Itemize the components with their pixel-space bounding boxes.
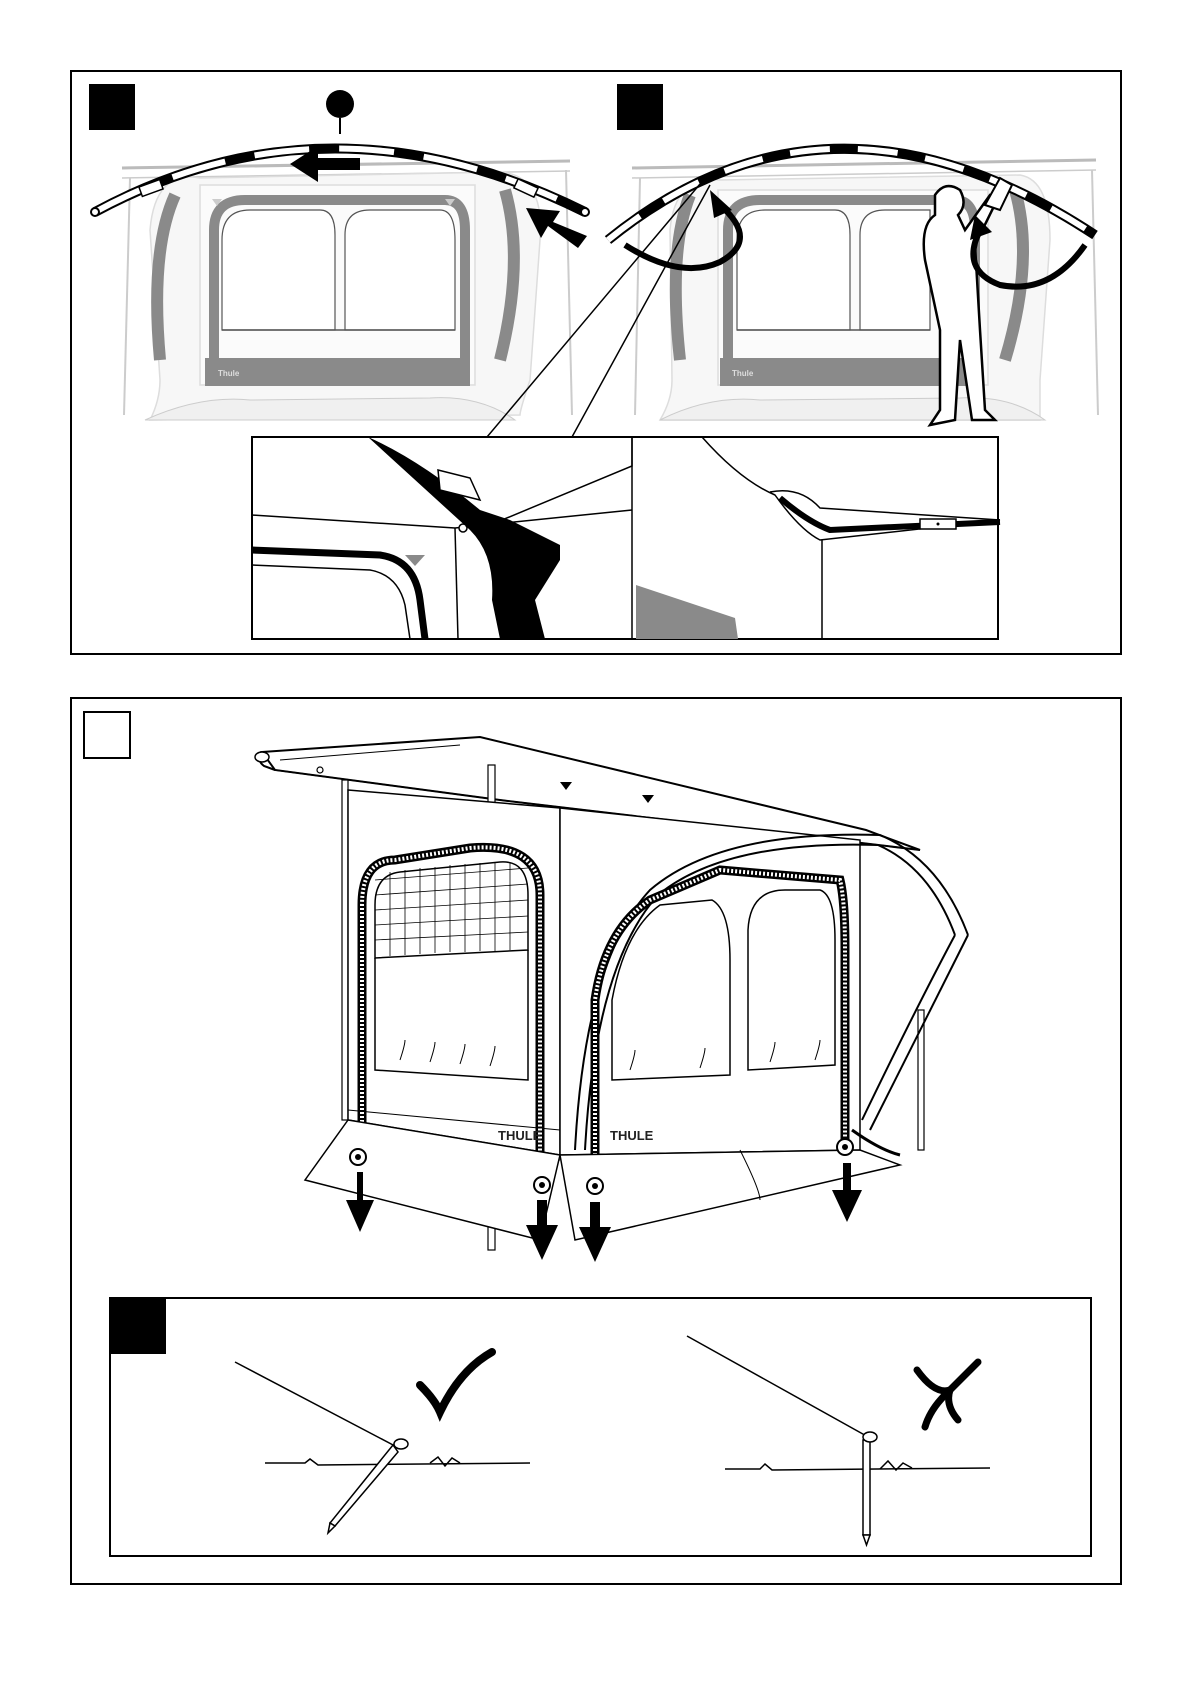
step-marker-c (84, 712, 130, 758)
callout-dot-icon (326, 90, 354, 118)
step-marker-d (110, 1298, 166, 1354)
panel-logo-right: Thule (732, 369, 754, 378)
peg-inset-frame (110, 1298, 1091, 1556)
side-panel-logo: THULE (610, 1128, 654, 1143)
detail-inset (252, 437, 1000, 639)
tent-illustration-left: Thule (91, 90, 589, 420)
front-panel-logo: THULE (498, 1128, 542, 1143)
step-marker-b (617, 84, 663, 130)
panel-logo-left: Thule (218, 369, 240, 378)
step-marker-a (89, 84, 135, 130)
